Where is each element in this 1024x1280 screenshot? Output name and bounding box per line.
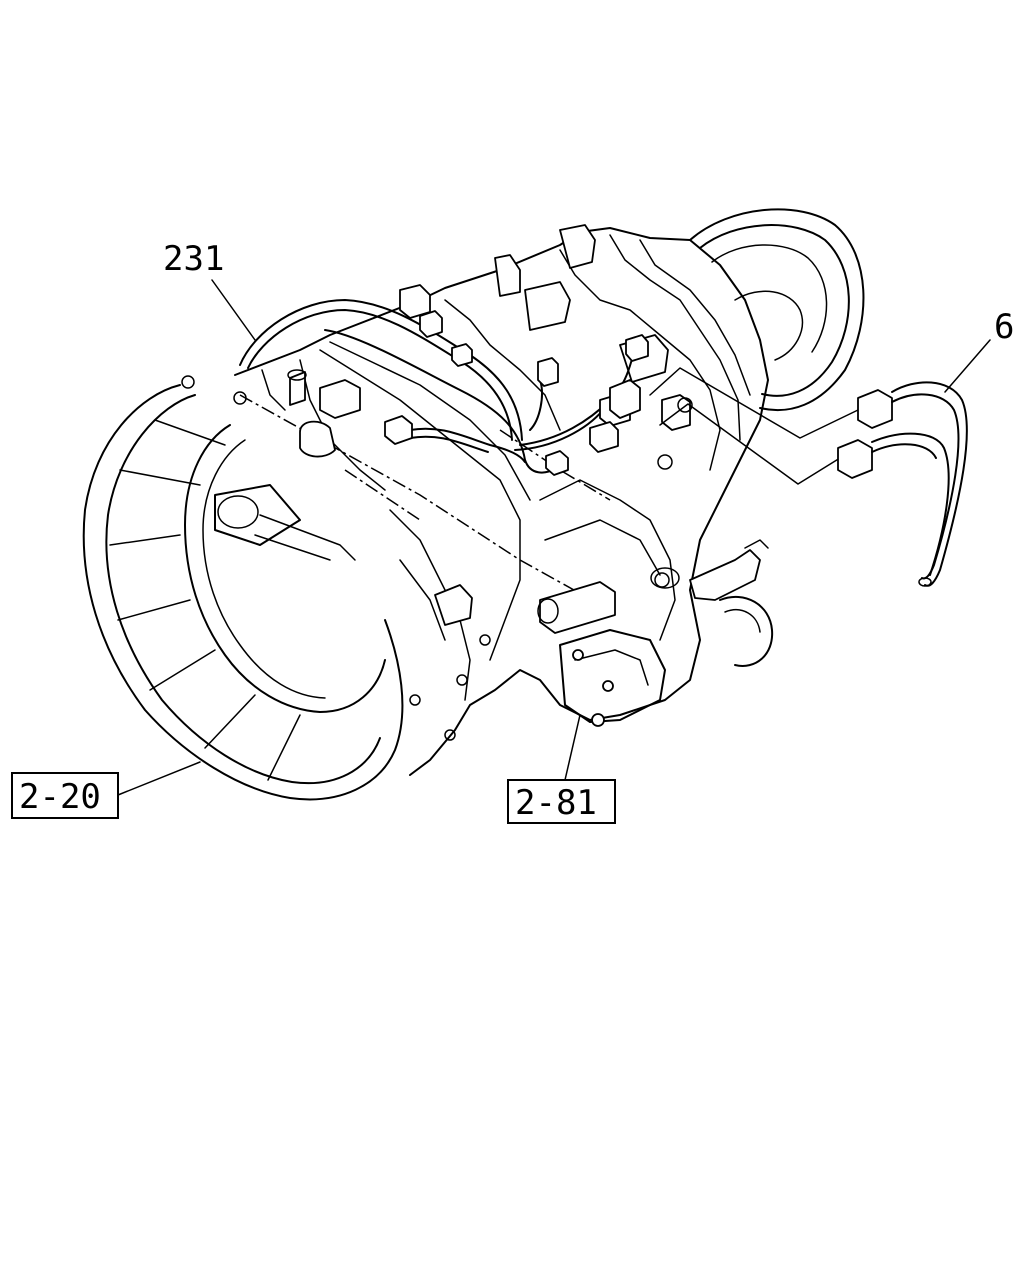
rear-output-flange	[689, 208, 865, 412]
external-harness	[649, 367, 968, 587]
callout-6: 6	[994, 307, 1014, 347]
transmission-housing	[234, 227, 769, 776]
actuator-unit	[537, 539, 774, 727]
top-cover-details	[287, 224, 669, 626]
leader-lines	[117, 279, 991, 796]
callout-2-20: 2-20	[19, 777, 101, 817]
callout-2-20-box: 2-20	[11, 772, 119, 819]
callout-2-81-box: 2-81	[507, 779, 616, 824]
wiring-harness	[239, 299, 693, 588]
callout-2-81: 2-81	[515, 783, 597, 823]
callout-231: 231	[163, 239, 224, 279]
bell-housing	[82, 375, 491, 801]
